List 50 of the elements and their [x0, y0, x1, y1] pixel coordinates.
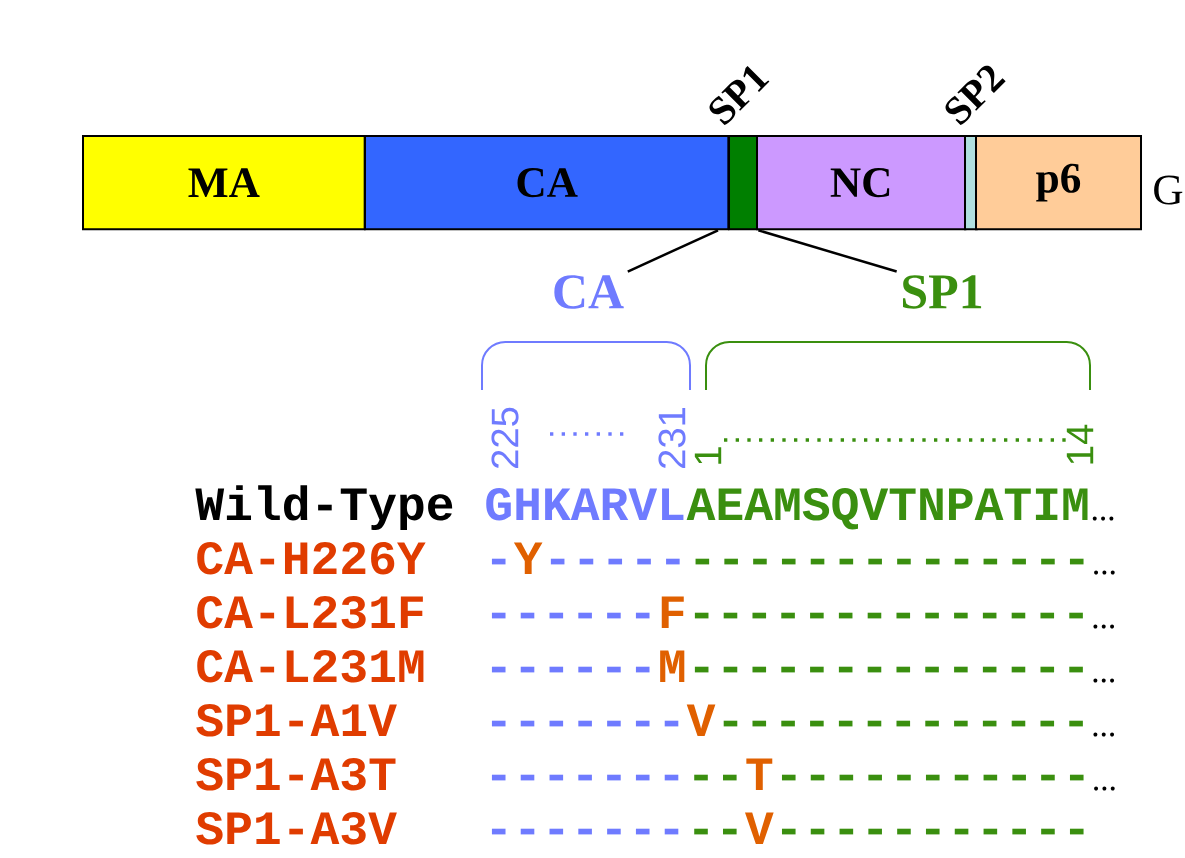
sequence-text: --: [694, 828, 737, 835]
row-name: CA-L231F: [197, 595, 423, 629]
segment-box: CA: [364, 135, 730, 231]
sequence-text: -------: [491, 828, 679, 835]
mutation-letter: M: [660, 650, 685, 682]
sequence-text: --------------: [694, 666, 1083, 673]
row-name: SP1-A1V: [196, 703, 397, 737]
sequence-text: -----------: [781, 828, 1084, 835]
node-label: SP2: [945, 65, 1006, 126]
segment-box: NC: [756, 135, 967, 231]
segment-box: MA: [82, 135, 366, 231]
residue-number: 225: [491, 407, 519, 469]
residue-number: 231: [658, 407, 686, 469]
ellipsis: ...: [1093, 624, 1115, 629]
row-name: SP1-A3V: [196, 811, 397, 845]
ellipsis: ...: [1092, 516, 1114, 521]
mutation-letter: V: [745, 812, 774, 844]
ellipsis: ...: [1094, 786, 1115, 791]
sequence-text: --------------: [695, 558, 1084, 565]
row-name: SP1-A3T: [196, 757, 396, 791]
region-label: CA: [554, 275, 624, 309]
row-name: Wild-Type: [195, 485, 453, 530]
residue-number: 14: [1066, 424, 1094, 464]
sequence-text: --------------: [694, 612, 1083, 619]
leader-line: [627, 229, 719, 273]
sequence-text: -----: [550, 558, 680, 565]
residue-number: 1: [694, 447, 722, 464]
sequence-text: --: [694, 774, 737, 781]
sequence-text: ------: [491, 666, 650, 673]
mutation-letter: Y: [513, 542, 543, 574]
sequence-text: -------------: [723, 720, 1083, 727]
segment-box: p6: [975, 135, 1142, 231]
mutation-letter: V: [686, 704, 716, 736]
ellipsis: ...: [1093, 732, 1115, 737]
mutation-letter: T: [746, 758, 773, 790]
mutation-letter: F: [661, 596, 684, 628]
ellipsis: ...: [1094, 570, 1115, 575]
row-name: CA-H226Y: [197, 541, 426, 575]
sequence-text: -: [491, 558, 506, 565]
node-label: SP1: [709, 66, 770, 126]
sequence-text: GHKARVL: [486, 487, 684, 521]
sequence-text: -----------: [781, 774, 1084, 781]
leader-line: [758, 229, 898, 273]
sequence-text: ------: [491, 612, 650, 619]
sequence-text: AEAMSQVTNPATIM: [686, 487, 1088, 530]
ellipsis: ...: [1093, 678, 1115, 683]
sequence-text: -------: [491, 774, 679, 781]
sequence-text: -------: [491, 720, 679, 727]
region-label: SP1: [903, 275, 982, 309]
row-name: CA-L231M: [197, 649, 424, 683]
